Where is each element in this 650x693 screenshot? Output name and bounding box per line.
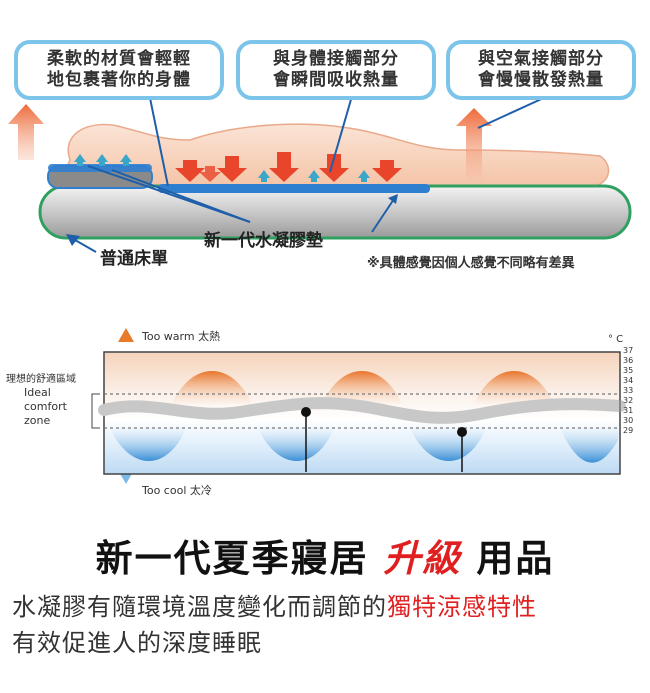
mattress-base — [38, 184, 632, 240]
marker-dot-2 — [457, 427, 467, 437]
comfort-zone-zh: 理想的舒適區域 — [6, 374, 76, 385]
label-ordinary-sheet: 普通床單 — [100, 249, 168, 269]
body-line-2: 有效促進人的深度睡眠 — [12, 629, 262, 657]
heat-release-arrow-left — [8, 104, 44, 160]
headline-highlight: 升級 — [383, 537, 462, 580]
callout-air-contact: 與空氣接觸部分會慢慢散發熱量 — [446, 40, 636, 100]
label-gel-pad: 新一代水凝膠墊 — [204, 231, 323, 251]
temperature-chart — [91, 328, 626, 484]
too-cool-label: Too cool 太冷 — [142, 484, 212, 497]
comfort-zone-en: Ideal comfort zone — [24, 386, 67, 427]
marker-dot-1 — [301, 407, 311, 417]
heat-absorb-arrows — [175, 152, 402, 182]
callout-soft-material: 柔軟的材質會輕輕地包裹著你的身體 — [14, 40, 224, 100]
too-warm-triangle — [118, 328, 134, 342]
body-line-1: 水凝膠有隨環境溫度變化而調節的獨特涼感特性 — [12, 593, 537, 621]
cooling-feature-highlight: 獨特涼感特性 — [387, 593, 537, 621]
y-axis-ticks: 37 36 35 34 33 32 31 30 29 — [623, 346, 634, 435]
mattress-illustration — [8, 95, 632, 253]
gel-pad-layer — [158, 184, 430, 193]
unit-label: ° C — [608, 334, 624, 345]
disclaimer-note: ※具體感覺因個人感覺不同略有差異 — [367, 256, 575, 271]
small-up-arrows — [74, 154, 370, 182]
headline: 新一代夏季寢居 升級 用品 — [95, 537, 555, 580]
callout-body-contact: 與身體接觸部分會瞬間吸收熱量 — [236, 40, 436, 100]
comfort-wave — [98, 397, 626, 424]
too-warm-label: Too warm 太熱 — [142, 330, 221, 343]
